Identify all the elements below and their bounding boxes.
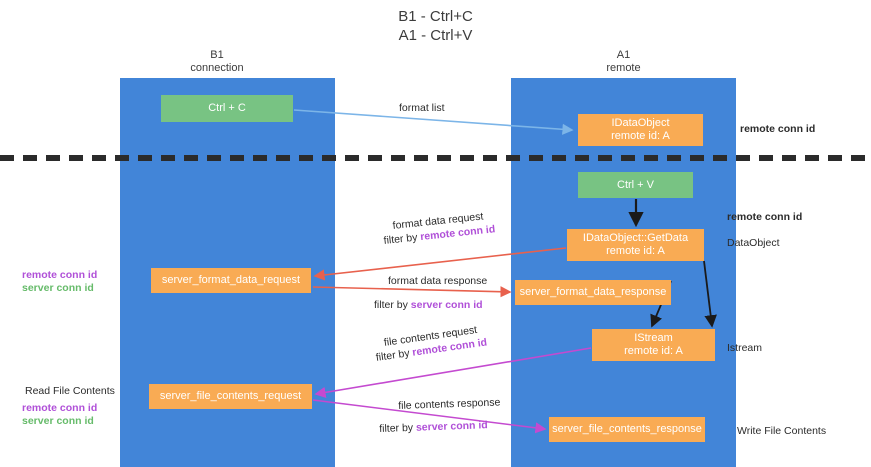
lane-header-a1-line1: A1 bbox=[616, 49, 631, 61]
arrow-label-file-contents-response: file contents response bbox=[398, 395, 501, 413]
lane-header-a1-line2: remote bbox=[606, 62, 641, 74]
node-ctrl-c-label: Ctrl + C bbox=[208, 102, 246, 114]
arrow-label-file-contents-response-text: file contents response bbox=[398, 396, 501, 412]
node-ctrl-c[interactable]: Ctrl + C bbox=[161, 95, 293, 122]
lane-header-b1-line1: B1 bbox=[210, 49, 224, 61]
lane-header-b1: B1 connection bbox=[152, 49, 282, 75]
lane-header-a1: A1 remote bbox=[556, 49, 691, 75]
filter-key-server-conn-id: server conn id bbox=[410, 299, 483, 311]
filter-prefix: filter by bbox=[375, 346, 414, 364]
arrow-label-format-data-response: format data response bbox=[388, 274, 487, 288]
node-server-file-contents-response[interactable]: server_file_contents_response bbox=[549, 417, 705, 442]
node-server-format-data-response[interactable]: server_format_data_response bbox=[515, 280, 671, 305]
arrow-label-format-data-response-text: format data response bbox=[388, 275, 488, 287]
node-idataobject[interactable]: IDataObject remote id: A bbox=[578, 114, 703, 146]
left-label-read-file-contents: Read File Contents bbox=[25, 385, 115, 397]
node-server-format-data-request-label: server_format_data_request bbox=[161, 274, 301, 286]
node-ctrl-v[interactable]: Ctrl + V bbox=[578, 172, 693, 198]
right-label-istream: Istream bbox=[727, 342, 763, 354]
node-istream-label: IStream bbox=[634, 332, 673, 344]
left-label-server-conn-id-bottom: server conn id bbox=[22, 415, 94, 427]
node-server-file-contents-request[interactable]: server_file_contents_request bbox=[149, 384, 312, 409]
node-idataobject-getdata[interactable]: IDataObject::GetData remote id: A bbox=[567, 229, 704, 261]
filter-prefix: filter by bbox=[374, 299, 411, 311]
page-title: B1 - Ctrl+C A1 - Ctrl+V bbox=[0, 7, 871, 45]
node-getdata-label: IDataObject::GetData bbox=[582, 232, 689, 244]
left-label-remote-conn-id-bottom: remote conn id bbox=[22, 402, 98, 414]
node-ctrl-v-label: Ctrl + V bbox=[617, 178, 654, 191]
title-line-1: B1 - Ctrl+C bbox=[398, 8, 473, 25]
node-server-format-data-request[interactable]: server_format_data_request bbox=[151, 268, 311, 293]
filter-prefix: filter by bbox=[383, 231, 421, 247]
node-idataobject-sub: remote id: A bbox=[611, 130, 670, 142]
node-istream[interactable]: IStream remote id: A bbox=[592, 329, 715, 361]
right-label-remote-conn-id-top: remote conn id bbox=[740, 123, 816, 135]
node-getdata-sub: remote id: A bbox=[606, 245, 665, 257]
phase-divider bbox=[0, 155, 871, 161]
right-label-remote-conn-id-mid: remote conn id bbox=[727, 211, 803, 223]
left-label-conn-ids-mid: remote conn id server conn id bbox=[22, 269, 97, 295]
left-label-remote-conn-id-mid: remote conn id bbox=[22, 269, 98, 281]
left-label-server-conn-id-mid: server conn id bbox=[22, 282, 94, 294]
lane-header-b1-line2: connection bbox=[190, 62, 244, 74]
arrow-label-format-list-text: format list bbox=[399, 102, 445, 114]
left-label-conn-ids-bottom: remote conn id server conn id bbox=[22, 402, 97, 428]
node-server-format-data-response-label: server_format_data_response bbox=[519, 286, 667, 298]
right-label-write-file-contents: Write File Contents bbox=[737, 425, 827, 437]
right-label-dataobject: DataObject bbox=[727, 237, 780, 249]
arrow-label-file-contents-response-filter: filter by server conn id bbox=[379, 418, 488, 436]
title-line-2: A1 - Ctrl+V bbox=[398, 27, 473, 44]
arrow-label-format-list: format list bbox=[399, 101, 445, 115]
node-server-file-contents-request-label: server_file_contents_request bbox=[159, 390, 302, 402]
node-istream-sub: remote id: A bbox=[624, 345, 683, 357]
node-idataobject-label: IDataObject bbox=[611, 117, 670, 129]
filter-prefix: filter by bbox=[379, 421, 417, 435]
node-server-file-contents-response-label: server_file_contents_response bbox=[552, 423, 702, 435]
filter-key-server-conn-id: server conn id bbox=[415, 419, 488, 434]
arrow-label-format-data-response-filter: filter by server conn id bbox=[374, 298, 483, 312]
